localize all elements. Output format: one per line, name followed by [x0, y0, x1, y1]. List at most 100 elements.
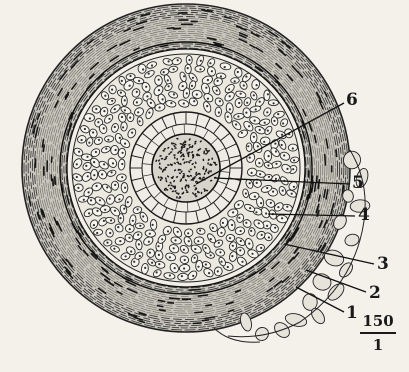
fiber-nucleus [206, 305, 212, 306]
cell-nucleus [282, 122, 284, 124]
cell [93, 229, 102, 236]
cell-nucleus [238, 217, 240, 219]
cell-nucleus [121, 80, 123, 82]
cell-nucleus [205, 247, 207, 249]
magnification-fraction: 150 1 [358, 312, 398, 354]
cell-nucleus [129, 228, 131, 230]
cell-nucleus [277, 206, 279, 208]
fiber-nucleus [336, 150, 337, 156]
cell-nucleus [245, 192, 247, 194]
cell-nucleus [137, 208, 139, 210]
cell-nucleus [275, 163, 277, 165]
cell-nucleus [89, 117, 91, 119]
cell-nucleus [168, 85, 170, 87]
cell-nucleus [139, 225, 141, 227]
cell-nucleus [159, 106, 161, 108]
cell-nucleus [81, 139, 83, 141]
cell-nucleus [76, 176, 78, 178]
cell-nucleus [277, 113, 279, 115]
cell-nucleus [101, 173, 103, 175]
cell-nucleus [112, 162, 114, 164]
cell-nucleus [268, 236, 270, 238]
label-6: 6 [346, 92, 358, 109]
cell-nucleus [220, 232, 222, 234]
cell-nucleus [293, 159, 295, 161]
cell-nucleus [249, 182, 251, 184]
cell [248, 227, 255, 236]
cell-nucleus [245, 76, 247, 78]
cell-nucleus [256, 182, 258, 184]
cell-nucleus [103, 163, 105, 165]
cell-nucleus [114, 210, 116, 212]
cell-nucleus [115, 149, 117, 151]
fiber-nucleus [55, 177, 56, 184]
cell-nucleus [292, 168, 294, 170]
cell-nucleus [83, 199, 85, 201]
cell-nucleus [229, 95, 231, 97]
cell-nucleus [119, 240, 121, 242]
cell-nucleus [216, 90, 218, 92]
cell-nucleus [266, 225, 268, 227]
tissue-cell [311, 271, 334, 292]
cell-nucleus [199, 68, 201, 70]
cell-nucleus [123, 208, 125, 210]
cell-nucleus [137, 234, 139, 236]
cell-nucleus [109, 198, 111, 200]
cell-nucleus [251, 172, 253, 174]
cell-nucleus [267, 130, 269, 132]
cell-nucleus [96, 210, 98, 212]
cell-nucleus [232, 211, 234, 213]
cell-nucleus [274, 227, 276, 229]
cell-nucleus [219, 100, 221, 102]
cell-nucleus [259, 173, 261, 175]
cell-nucleus [253, 136, 255, 138]
cell-nucleus [136, 91, 138, 93]
cell-nucleus [238, 102, 240, 104]
cell-nucleus [272, 191, 274, 193]
cell-nucleus [220, 75, 222, 77]
cell-nucleus [131, 132, 133, 134]
cell-nucleus [243, 84, 245, 86]
cell-nucleus [169, 274, 171, 276]
cell-nucleus [267, 93, 269, 95]
cell-nucleus [283, 154, 285, 156]
label-1: 1 [346, 305, 358, 322]
cell-nucleus [88, 191, 90, 193]
cell-nucleus [231, 255, 233, 257]
cell-nucleus [103, 110, 105, 112]
cell-nucleus [235, 123, 237, 125]
cell-nucleus [181, 275, 183, 277]
cell-nucleus [104, 95, 106, 97]
cell-nucleus [263, 141, 265, 143]
magnification-denominator: 1 [358, 336, 398, 354]
cell-nucleus [292, 147, 294, 149]
cell-nucleus [267, 164, 269, 166]
cell-nucleus [118, 198, 120, 200]
cell-nucleus [162, 98, 164, 100]
cell-nucleus [291, 193, 293, 195]
cell-nucleus [211, 70, 213, 72]
cell-nucleus [122, 152, 124, 154]
cell-nucleus [260, 247, 262, 249]
cell-nucleus [265, 212, 267, 214]
cell [246, 143, 252, 152]
cell-nucleus [129, 85, 131, 87]
cell-nucleus [183, 75, 185, 77]
cell-nucleus [240, 230, 242, 232]
fiber-nucleus [198, 295, 207, 296]
cell-nucleus [227, 116, 229, 118]
cell-nucleus [210, 254, 212, 256]
core-dot [207, 162, 209, 165]
core-dot [205, 148, 208, 150]
cell-nucleus [119, 137, 121, 139]
cell-nucleus [286, 168, 288, 170]
cell-nucleus [128, 237, 130, 239]
cell-nucleus [193, 100, 195, 102]
cell-nucleus [270, 202, 272, 204]
cell-nucleus [274, 143, 276, 145]
cell-nucleus [148, 112, 150, 114]
cell-nucleus [129, 75, 131, 77]
cell-nucleus [110, 219, 112, 221]
cell-nucleus [258, 162, 260, 164]
